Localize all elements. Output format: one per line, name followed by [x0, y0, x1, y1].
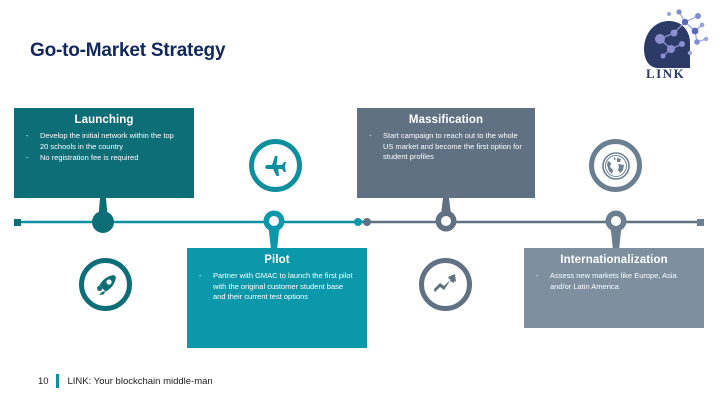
logo-wordmark: LINK [646, 66, 686, 81]
list-item: Start campaign to reach out to the whole… [367, 131, 525, 163]
globe-icon [589, 139, 642, 192]
list-item: Partner with GMAC to launch the first pi… [197, 271, 357, 303]
footer-tagline: LINK: Your blockchain middle-man [67, 375, 213, 387]
list-item: No registration fee is required [24, 153, 184, 164]
link-logo: LINK [638, 6, 710, 86]
list-item: Assess new markets like Europe, Asia and… [534, 271, 694, 292]
brain-network-logo-icon [644, 9, 709, 68]
rocket-glyph [96, 274, 116, 295]
page-number: 10 [38, 375, 49, 387]
phase-bullets-pilot: Partner with GMAC to launch the first pi… [197, 271, 357, 303]
phase-card-massification[interactable]: Massification Start campaign to reach ou… [357, 108, 535, 198]
phase-title-pilot: Pilot [264, 254, 290, 266]
phase-title-massification: Massification [408, 114, 484, 126]
phase-card-pilot[interactable]: Pilot Partner with GMAC to launch the fi… [187, 248, 367, 348]
growth-arrow-icon [419, 258, 472, 311]
page-title: Go-to-Market Strategy [30, 40, 226, 61]
airplane-icon [249, 139, 302, 192]
phase-bullets-internationalization: Assess new markets like Europe, Asia and… [534, 271, 694, 292]
globe-glyph [601, 151, 630, 180]
slide-footer: 10 LINK: Your blockchain middle-man [38, 374, 213, 388]
phase-card-internationalization[interactable]: Internationalization Assess new markets … [524, 248, 704, 328]
footer-divider [56, 374, 59, 388]
phase-card-launching[interactable]: Launching Develop the initial network wi… [14, 108, 194, 198]
list-item: Develop the initial network within the t… [24, 131, 184, 152]
airplane-glyph [264, 155, 286, 176]
phase-bullets-launching: Develop the initial network within the t… [24, 131, 184, 164]
phase-bullets-massification: Start campaign to reach out to the whole… [367, 131, 525, 163]
growth-arrow-glyph [433, 273, 456, 292]
phase-title-launching: Launching [74, 114, 134, 126]
phase-title-internationalization: Internationalization [560, 254, 668, 266]
rocket-icon [79, 258, 132, 311]
